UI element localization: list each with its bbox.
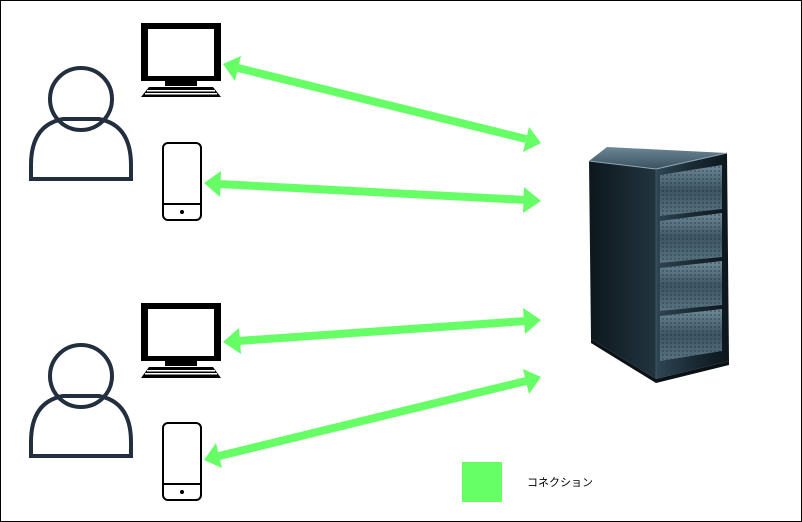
connection-arrow-2 — [204, 171, 541, 213]
legend-connection-swatch — [462, 462, 502, 502]
desktop-computer-icon-2 — [141, 303, 221, 378]
user-icon-1 — [29, 66, 133, 181]
connection-arrows — [204, 56, 541, 468]
connection-arrow-4 — [204, 369, 541, 468]
server-rack-icon — [588, 147, 729, 383]
legend-connection-label: コネクション — [527, 476, 593, 489]
smartphone-icon-2 — [162, 422, 202, 501]
connection-arrow-3 — [223, 308, 541, 354]
smartphone-icon-1 — [162, 142, 202, 221]
desktop-computer-icon-1 — [141, 23, 221, 97]
server-drive-bays — [660, 165, 722, 361]
connection-arrow-1 — [223, 56, 541, 152]
user-icon-2 — [29, 343, 133, 458]
